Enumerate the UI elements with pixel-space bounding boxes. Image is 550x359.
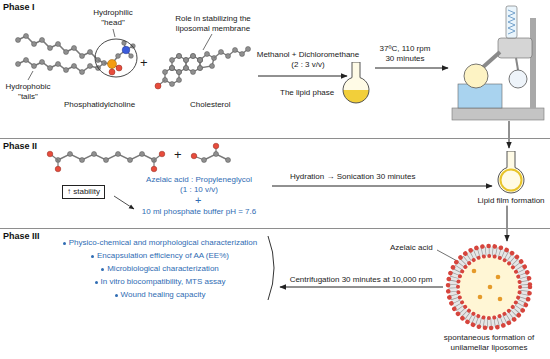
annotation-label: Methanol + Dichloromethane (2 : 3 v/v) [254,50,362,69]
propyleneglycol-molecule [191,143,228,160]
bullet-dot [101,268,104,271]
rotary-evaporator [452,6,544,120]
flask-node: The lipid phase [280,62,372,104]
liposome-node: spontaneous formation of unilamellar lip… [434,241,544,352]
annotation-label: + [195,195,201,206]
process-arrow [509,121,510,148]
annotation-label: Hydrophobic "tails" [2,82,54,101]
annotation-label: + [140,56,148,69]
stability-box: ↑ stability [62,185,105,199]
bullet-dot [115,294,118,297]
node-label: Lipid film formation [470,196,550,206]
flask-node: Lipid film formation [470,151,550,206]
annotation-label: Centrifugation 30 minutes at 10,000 rpm [290,275,433,285]
annotation-label: 10 ml phosphate buffer pH = 7.6 [142,207,256,217]
process-arrow [272,186,492,187]
round-flask [472,151,550,195]
list-item: Physico-chemical and morphological chara… [69,238,258,248]
annotation-label: Azelaic acid : Propyleneglycol (1 : 10 v… [142,175,256,194]
node-label: The lipid phase [280,88,334,98]
azelaic-acid-molecule [47,151,165,172]
cholesterol-molecule [155,34,248,89]
annotation-label: Hydration → Sonication 30 minutes [290,172,415,182]
phase-title: Phase II [3,141,37,152]
annotation-label: Phosphatidylcholine [64,100,135,110]
phase-band: Phase III spontaneous formation of unilam… [0,228,550,359]
node-label: spontaneous formation of unilamellar lip… [439,333,539,352]
phase-title: Phase III [3,231,40,242]
bullet-dot [63,242,66,245]
pointer-arrow [114,196,134,209]
list-item: Microbiological characterization [107,264,219,274]
process-arrow [258,76,347,77]
phase-title: Phase I [3,2,35,13]
list-item: Wound healing capacity [121,290,206,300]
phase-band: Phase II ↑ stabilityLipid film formation [0,138,550,228]
phosphatidylcholine-molecule [18,29,137,80]
bullet-dot [95,281,98,284]
process-arrow [280,287,443,288]
flow-arrow [507,206,508,241]
annotation-label: Azelaic acid [390,243,433,253]
phase-band: Phase I The lipid phase [0,0,550,138]
process-arrow [375,68,448,69]
list-item: Encapsulation efficiency of AA (EE%) [97,251,229,261]
annotation-label: Cholesterol [190,100,230,110]
annotation-label: + [174,148,182,161]
box-label: ↑ stability [67,187,100,197]
liposome-shape [434,241,544,333]
annotation-label: Role in stabilizing the liposomal membra… [165,14,261,33]
list-item: In vitro biocompatibility, MTS assay [101,277,226,287]
annotation-label: 37ºC, 110 rpm 30 minutes [376,44,434,63]
bracket [268,236,274,300]
round-flask [340,62,372,104]
annotation-label: Hydrophilic "head" [88,8,138,27]
bullet-dot [91,255,94,258]
